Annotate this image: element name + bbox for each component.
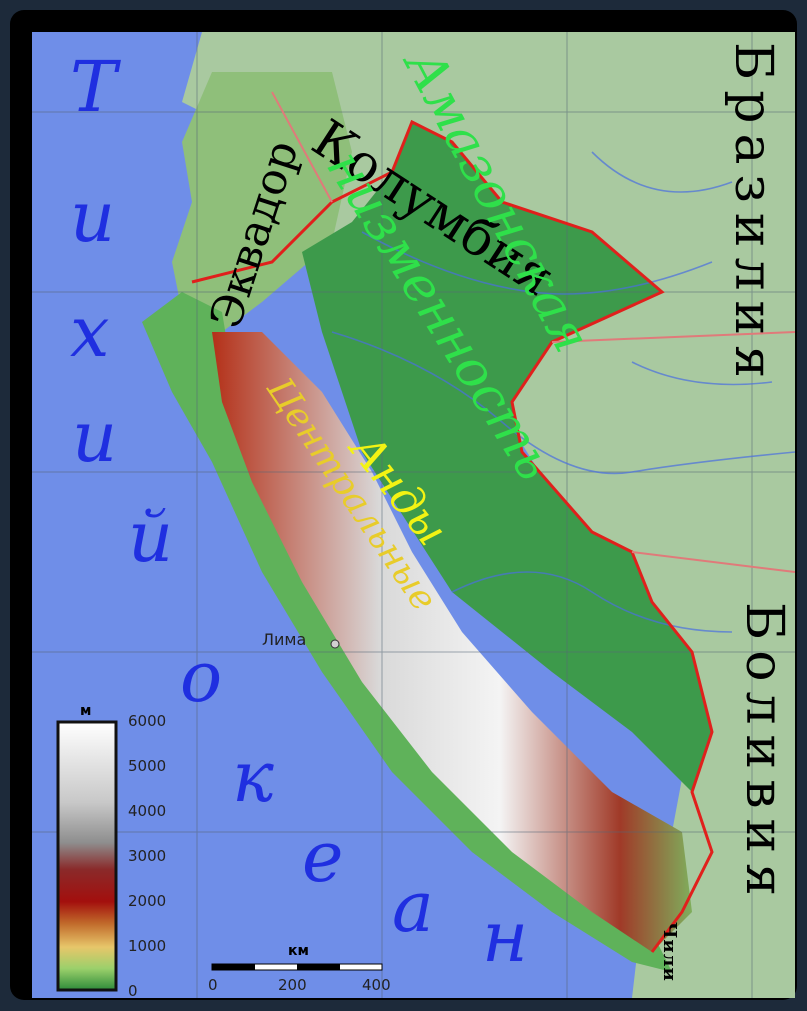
coordinate-grid [32, 32, 795, 998]
physical-map: Т и х и й о к е а н Колумбия Эквадор Бра… [32, 32, 795, 998]
neighbor-borders [271, 91, 795, 573]
coast-strip [142, 292, 672, 972]
ecuador-land [172, 72, 352, 332]
label-lima: Лима [262, 630, 307, 649]
label-chile: Чили [659, 922, 680, 982]
lima-marker [330, 639, 340, 649]
legend-tick-3000: 3000 [128, 847, 167, 865]
label-brazil: Бразилия [723, 42, 783, 389]
ocean-letter-7: к [232, 736, 274, 818]
ocean-letter-10: н [482, 896, 529, 978]
scale-tick-200: 200 [278, 976, 307, 994]
legend-tick-5000: 5000 [128, 757, 167, 775]
peru-lowland [302, 122, 712, 792]
rivers [331, 151, 795, 633]
ocean-letter-1: Т [70, 46, 117, 128]
scale-tick-0: 0 [208, 976, 218, 994]
map-frame: Т и х и й о к е а н Колумбия Эквадор Бра… [10, 10, 797, 1000]
ocean-letter-2: и [70, 176, 116, 258]
scale-tick-400: 400 [362, 976, 391, 994]
ocean-letter-8: е [302, 816, 344, 898]
elevation-colorbar [56, 720, 118, 992]
map-base [32, 32, 795, 998]
andes-ridge [212, 332, 692, 952]
label-bolivia: Боливия [734, 602, 794, 906]
legend-tick-1000: 1000 [128, 937, 167, 955]
ocean-letter-9: а [392, 866, 434, 948]
legend-tick-4000: 4000 [128, 802, 167, 820]
ocean-letter-3: х [70, 291, 110, 373]
scale-bar [211, 963, 383, 971]
legend-tick-0: 0 [128, 982, 138, 998]
scale-unit: км [288, 943, 309, 959]
ocean-letter-6: о [180, 636, 223, 718]
peru-border [191, 119, 714, 953]
ocean-letter-5: й [128, 496, 174, 578]
legend-tick-6000: 6000 [128, 712, 167, 730]
legend-unit: м [80, 703, 92, 719]
legend-tick-2000: 2000 [128, 892, 167, 910]
ocean-letter-4: и [72, 396, 118, 478]
